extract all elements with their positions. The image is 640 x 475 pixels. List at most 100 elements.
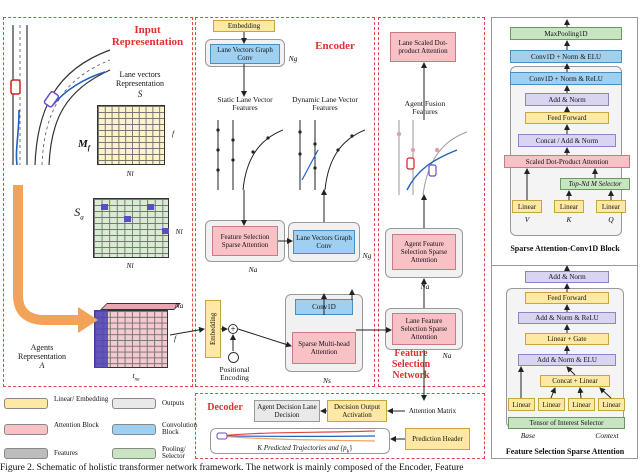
- input-region: [3, 17, 193, 387]
- sparse-multihead: Sparse Multi-head Attention: [292, 332, 356, 364]
- na-fsn-1: Na: [420, 282, 430, 291]
- sb-maxpool: MaxPooling1D: [510, 27, 622, 40]
- agents-tensor-front: [94, 310, 108, 368]
- fsn-region: [378, 17, 485, 387]
- sb-concat-add: Concat / Add & Norm: [518, 134, 616, 147]
- sb-add-norm: Add & Norm: [525, 93, 609, 106]
- sb-linear-v: Linear: [512, 200, 542, 213]
- fs-linear-2: Linear: [538, 398, 565, 411]
- legend-attention-swatch: [4, 424, 48, 435]
- lane-symbol: S: [137, 89, 143, 99]
- legend-outputs-swatch: [112, 398, 156, 409]
- feature-selection-sparse: Feature Selection Sparse Attention: [212, 226, 278, 256]
- mf-grid: [97, 105, 165, 165]
- fs-title: Feature Selection Sparse Attention: [505, 447, 625, 456]
- fs-context: Context: [595, 431, 619, 440]
- add-circle: +: [228, 324, 238, 334]
- agent-fusion-plot: [396, 120, 467, 195]
- positional-encoding-icon: [228, 352, 239, 363]
- sb-linear-q: Linear: [596, 200, 626, 213]
- encoder-title: Encoder: [315, 40, 355, 52]
- agents-label: Agents Representation A: [18, 343, 66, 370]
- sb-conv-elu: Conv1D + Norm & ELU: [510, 50, 622, 63]
- fs-linear-3: Linear: [568, 398, 595, 411]
- fs-linear-1: Linear: [508, 398, 535, 411]
- agent-feature-sparse: Agent Feature Selection Sparse Attention: [392, 234, 456, 270]
- ng-1: Ng: [288, 54, 298, 63]
- nl-label-1: Nl: [126, 169, 134, 178]
- road-scene: [10, 25, 111, 166]
- legend-convolution-swatch: [112, 424, 156, 435]
- sa-highlight-3: [147, 204, 154, 210]
- sb-topk: Top-Nd M Selector: [560, 178, 630, 190]
- agents-f-label: f: [173, 334, 177, 343]
- sa-grid: [93, 198, 169, 258]
- fs-base: Base: [520, 431, 536, 440]
- mf-f-label: f: [171, 129, 175, 138]
- embedding-top: Embedding: [213, 20, 275, 32]
- fs-linear-4: Linear: [598, 398, 625, 411]
- trajectory-lines: [216, 430, 376, 442]
- lane-feature-sparse: Lane Feature Selection Sparse Attention: [392, 313, 456, 345]
- legend-pooling: Pooling/ Selector: [162, 445, 186, 460]
- lane-vectors-label: Lane vectors Representation: [116, 70, 164, 88]
- sa-symbol: Sa: [74, 205, 84, 222]
- sb-k: K: [566, 215, 572, 224]
- lane-graph-conv-1: Lane Vectors Graph Conv: [210, 44, 280, 64]
- fs-feed-forward: Feed Forward: [525, 292, 609, 304]
- fs-linear-gate: Linear + Gate: [525, 333, 609, 345]
- figure-caption: Figure 2. Schematic of holistic transfor…: [0, 463, 464, 473]
- fs-add-norm-elu: Add & Norm & ELU: [518, 354, 616, 366]
- predicted-trajectories: K Predicted Trajectories and {pk}: [257, 444, 353, 455]
- static-features: Static Lane Vector Features: [217, 95, 273, 112]
- legend-pooling-swatch: [112, 448, 156, 459]
- sa-highlight-2: [124, 216, 131, 222]
- na-encoder: Na: [248, 265, 258, 274]
- agents-tna-label: tna: [132, 371, 140, 383]
- fsn-title: Feature Selection Network: [391, 348, 431, 381]
- prediction-header: Prediction Header: [405, 428, 470, 450]
- decoder-region: [195, 393, 485, 459]
- decision-output: Decision Output Activation: [327, 400, 387, 422]
- legend-features: Features: [54, 449, 78, 457]
- dynamic-lane-plot: [298, 120, 365, 190]
- decoder-title: Decoder: [207, 402, 243, 413]
- sa-highlight-1: [101, 204, 108, 210]
- fs-tensor-selector: Tensor of Interest Selector: [508, 417, 625, 429]
- fs-add-norm-relu: Add & Norm & ReLU: [518, 312, 616, 324]
- agents-na-label: Na: [174, 301, 184, 310]
- sb-q: Q: [608, 215, 614, 224]
- sb-title: Sparse Attention-Conv1D Block: [510, 244, 620, 253]
- sb-conv-relu: Conv1D + Norm & ReLU: [510, 72, 622, 85]
- sa-nl-side: Nl: [175, 227, 183, 236]
- attention-matrix: Attention Matrix: [405, 400, 460, 422]
- lane-graph-conv-2: Lane Vectors Graph Conv: [293, 230, 355, 254]
- agent-decision: Agent Decision Lane Decision: [254, 400, 320, 422]
- ns-label: Ns: [323, 376, 331, 385]
- fs-concat-linear: Concat + Linear: [540, 375, 610, 387]
- sb-scaled-attention: Scaled Dot-Product Attention: [504, 155, 630, 168]
- fs-add-norm: Add & Norm: [525, 271, 609, 283]
- ng-2: Ng: [362, 251, 372, 260]
- sb-linear-k: Linear: [554, 200, 584, 213]
- right-panel-border: [491, 17, 638, 459]
- legend-linear: Linear/ Embedding: [54, 395, 109, 403]
- legend-features-swatch: [4, 448, 48, 459]
- legend-attention: Attention Block: [54, 421, 99, 429]
- nl-label-2: Nl: [126, 261, 134, 270]
- na-fsn-2: Na: [442, 351, 452, 360]
- input-title: Input Representation: [111, 24, 184, 48]
- sb-v: V: [524, 215, 530, 224]
- legend-convolution: Convolution Block: [162, 421, 198, 436]
- legend-linear-swatch: [4, 398, 48, 409]
- legend-outputs: Outputs: [162, 399, 185, 407]
- agent-fusion-label: Agent Fusion Features: [404, 99, 446, 116]
- sb-feed-forward: Feed Forward: [525, 112, 609, 124]
- positional-encoding-label: Positional Encoding: [219, 365, 250, 382]
- static-lane-plot: [216, 120, 283, 190]
- sa-highlight-4: [162, 228, 169, 234]
- mf-symbol: Mf: [77, 138, 91, 153]
- agents-orange-arrow: [13, 185, 98, 333]
- dynamic-features: Dynamic Lane Vector Features: [292, 95, 358, 112]
